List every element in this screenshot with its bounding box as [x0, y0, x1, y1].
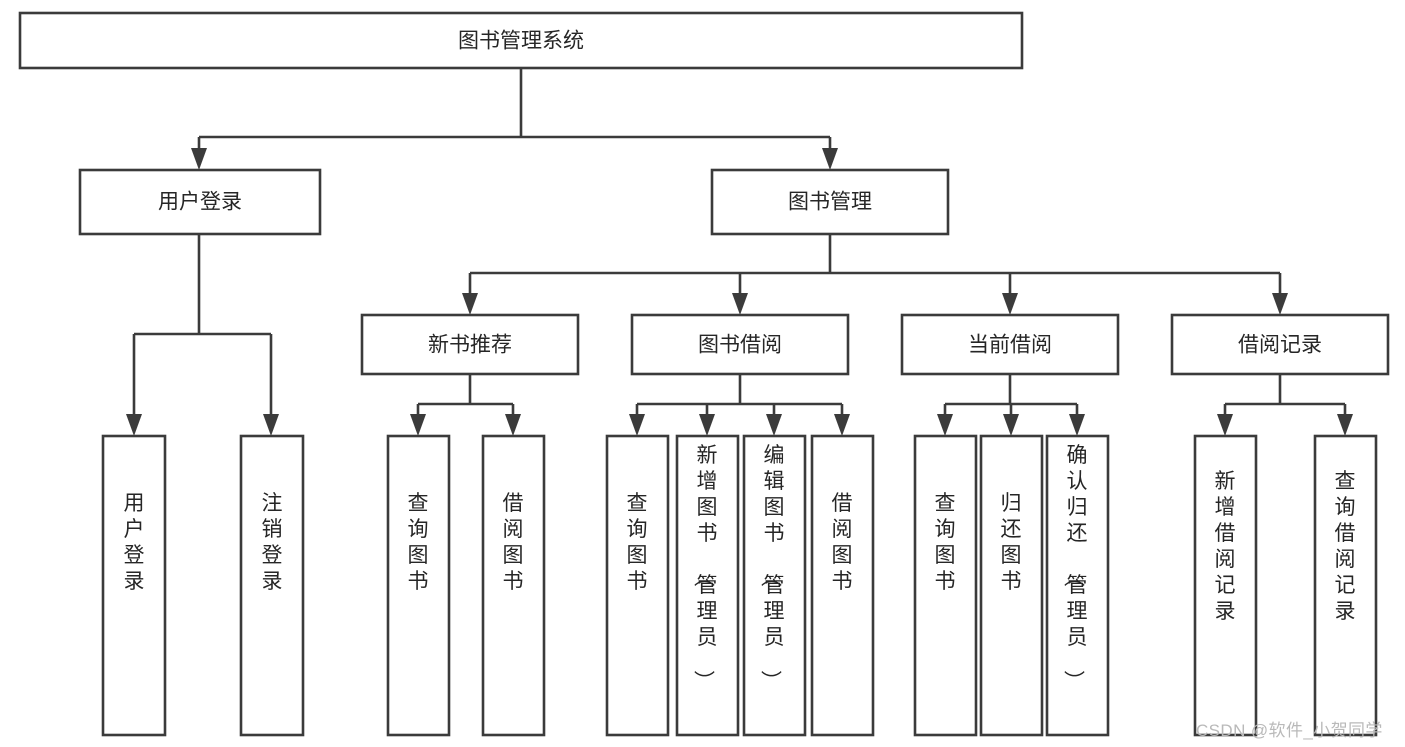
node-root-label: 图书管理系统 — [458, 30, 584, 53]
arrow-head-icon — [1337, 414, 1353, 436]
node-leaf-13-box[interactable] — [1313, 434, 1378, 737]
node-newbook-box[interactable] — [360, 313, 580, 376]
arrow-head-icon — [505, 414, 521, 436]
node-record-label: 借阅记录 — [1238, 334, 1322, 357]
node-leaf-4-box[interactable] — [481, 434, 546, 737]
node-leaf-11[interactable]: 确认归还（管理员） — [1045, 434, 1110, 737]
node-current-box[interactable] — [900, 313, 1120, 376]
node-leaf-2-box[interactable] — [239, 434, 305, 737]
arrow-head-icon — [1217, 414, 1233, 436]
arrow-head-icon — [1002, 293, 1018, 315]
node-leaf-9-label: 查询图书 — [935, 492, 956, 593]
node-leaf-7-label: 编辑图书（管理员） — [759, 444, 785, 691]
node-leaf-1-label: 用户登录 — [124, 492, 145, 593]
node-login-box[interactable] — [78, 168, 322, 236]
node-leaf-1[interactable]: 用户登录 — [101, 434, 167, 737]
arrow-head-icon — [126, 414, 142, 436]
node-current[interactable]: 当前借阅 — [900, 313, 1120, 376]
arrow-head-icon — [766, 414, 782, 436]
node-leaf-11-label: 确认归还（管理员） — [1062, 444, 1088, 691]
node-borrow-box[interactable] — [630, 313, 850, 376]
node-leaf-5-label: 查询图书 — [627, 492, 648, 593]
edge-newbook-to-leaves — [410, 374, 521, 436]
node-root-box[interactable] — [18, 11, 1024, 70]
node-leaf-2[interactable]: 注销登录 — [239, 434, 305, 737]
node-borrow-label: 图书借阅 — [698, 334, 782, 357]
node-current-label: 当前借阅 — [968, 334, 1052, 357]
arrow-head-icon — [263, 414, 279, 436]
arrow-head-icon — [822, 148, 838, 170]
edge-login-to-leaves — [126, 234, 279, 436]
node-leaf-13[interactable]: 查询借阅记录 — [1313, 434, 1378, 737]
node-bookmgmt[interactable]: 图书管理 — [710, 168, 950, 236]
arrow-head-icon — [191, 148, 207, 170]
arrow-head-icon — [410, 414, 426, 436]
node-bookmgmt-label: 图书管理 — [788, 191, 872, 214]
node-leaf-7[interactable]: 编辑图书（管理员） — [742, 434, 807, 737]
node-leaf-6[interactable]: 新增图书（管理员） — [675, 434, 740, 737]
node-leaf-9[interactable]: 查询图书 — [913, 434, 978, 737]
node-leaf-6-box[interactable] — [675, 434, 740, 737]
node-leaf-4-label: 借阅图书 — [503, 492, 524, 593]
node-newbook-label: 新书推荐 — [428, 334, 512, 357]
arrow-head-icon — [629, 414, 645, 436]
node-leaf-10[interactable]: 归还图书 — [979, 434, 1044, 737]
arrow-head-icon — [1003, 414, 1019, 436]
node-record[interactable]: 借阅记录 — [1170, 313, 1390, 376]
node-leaf-10-box[interactable] — [979, 434, 1044, 737]
edge-bookmgmt-to-level2 — [462, 234, 1288, 315]
node-leaf-9-box[interactable] — [913, 434, 978, 737]
node-leaf-8-label: 借阅图书 — [832, 492, 853, 593]
edge-record-to-leaves — [1217, 374, 1353, 436]
node-leaf-8-box[interactable] — [810, 434, 875, 737]
node-leaf-2-label: 注销登录 — [262, 492, 283, 593]
node-leaf-5-box[interactable] — [605, 434, 670, 737]
arrow-head-icon — [834, 414, 850, 436]
arrow-head-icon — [699, 414, 715, 436]
arrow-head-icon — [462, 293, 478, 315]
node-login-label: 用户登录 — [158, 191, 242, 214]
node-bookmgmt-box[interactable] — [710, 168, 950, 236]
node-borrow[interactable]: 图书借阅 — [630, 313, 850, 376]
node-leaf-3-label: 查询图书 — [408, 492, 429, 593]
node-leaf-4[interactable]: 借阅图书 — [481, 434, 546, 737]
node-leaf-13-label: 查询借阅记录 — [1335, 470, 1356, 623]
node-leaf-11-box[interactable] — [1045, 434, 1110, 737]
arrow-head-icon — [1069, 414, 1085, 436]
edge-borrow-to-leaves — [629, 374, 850, 436]
node-login[interactable]: 用户登录 — [78, 168, 322, 236]
node-record-box[interactable] — [1170, 313, 1390, 376]
csdn-watermark: CSDN @软件_小贺同学 — [1196, 721, 1383, 740]
arrow-head-icon — [937, 414, 953, 436]
node-leaf-12-label: 新增借阅记录 — [1215, 470, 1236, 623]
edge-current-to-leaves — [937, 374, 1085, 436]
node-leaf-8[interactable]: 借阅图书 — [810, 434, 875, 737]
node-leaf-10-label: 归还图书 — [1001, 492, 1022, 593]
node-leaf-6-label: 新增图书（管理员） — [692, 444, 718, 691]
node-leaf-12-box[interactable] — [1193, 434, 1258, 737]
node-leaf-5[interactable]: 查询图书 — [605, 434, 670, 737]
node-leaf-3-box[interactable] — [386, 434, 451, 737]
node-leaf-3[interactable]: 查询图书 — [386, 434, 451, 737]
node-newbook[interactable]: 新书推荐 — [360, 313, 580, 376]
node-leaf-12[interactable]: 新增借阅记录 — [1193, 434, 1258, 737]
arrow-head-icon — [732, 293, 748, 315]
arrow-head-icon — [1272, 293, 1288, 315]
node-root[interactable]: 图书管理系统 — [18, 11, 1024, 70]
node-leaf-7-box[interactable] — [742, 434, 807, 737]
edge-root-to-level1 — [191, 68, 838, 170]
node-leaf-1-box[interactable] — [101, 434, 167, 737]
